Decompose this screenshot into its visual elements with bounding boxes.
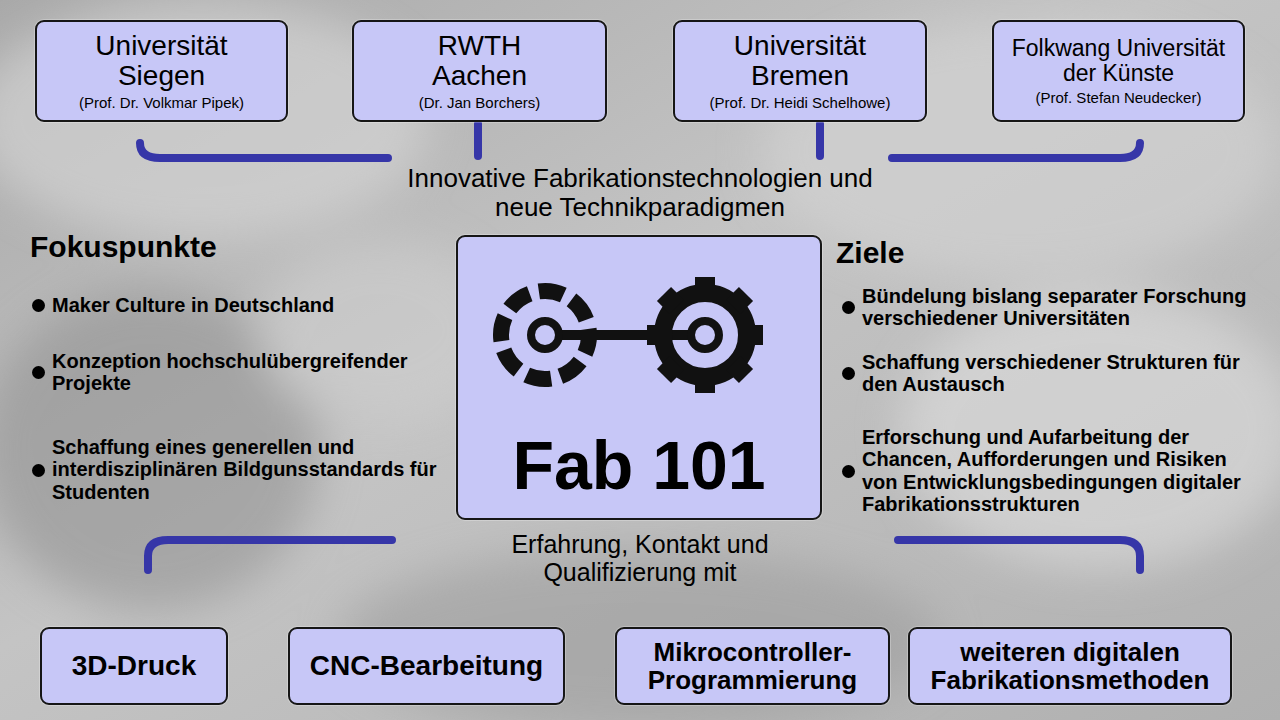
box-title: 3D-Druck [72,651,196,681]
bracket [898,540,1140,570]
method-box: CNC-Bearbeitung [288,627,565,705]
bullet-text: Maker Culture in Deutschland [52,294,447,316]
theme-text: Innovative Fabrikationstechnologien und … [380,164,900,222]
box-title: CNC-Bearbeitung [310,651,543,681]
box-title: Universität Siegen [62,31,262,91]
box-subtitle: (Dr. Jan Borchers) [419,95,541,111]
university-box: Folkwang Universität der Künste (Prof. St… [992,20,1245,122]
bracket [148,540,392,570]
university-box: RWTH Aachen (Dr. Jan Borchers) [352,20,607,122]
university-box: Universität Bremen (Prof. Dr. Heidi Schel… [673,20,927,122]
box-subtitle: (Prof. Dr. Volkmar Pipek) [79,95,244,111]
box-subtitle: (Prof. Dr. Heidi Schelhowe) [710,95,891,111]
box-title: Fab 101 [512,429,765,502]
box-title: weiteren digitalen Fabrikationsmethoden [920,638,1220,694]
bracket [892,143,1140,158]
box-title: Folkwang Universität der Künste [1004,36,1233,86]
center-box: Fab 101 [456,235,822,520]
method-box: weiteren digitalen Fabrikationsmethoden [908,627,1232,705]
method-box: 3D-Druck [40,627,228,705]
university-box: Universität Siegen (Prof. Dr. Volkmar Pip… [35,20,288,122]
connector-text: Erfahrung, Kontakt und Qualifizierung mi… [470,530,810,586]
section-heading: Fokuspunkte [30,230,330,264]
box-title: Universität Bremen [700,31,900,91]
bullet-text: Konzeption hochschulübergreifender Proje… [52,350,447,395]
bullet-text: Schaffung eines generellen und interdisz… [52,436,447,503]
method-box: Mikrocontroller- Programmierung [615,627,890,705]
bullet-text: Bündelung bislang separater Forschung ve… [862,285,1260,330]
bullet-text: Erforschung und Aufarbeitung der Chancen… [862,426,1260,516]
bracket [474,124,482,156]
bullet-text: Schaffung verschiedener Strukturen für d… [862,351,1260,396]
section-heading: Ziele [836,236,1136,270]
bracket [816,124,824,156]
box-title: RWTH Aachen [415,31,545,91]
box-subtitle: (Prof. Stefan Neudecker) [1036,90,1202,106]
box-title: Mikrocontroller- Programmierung [627,638,878,694]
bracket [140,143,388,158]
